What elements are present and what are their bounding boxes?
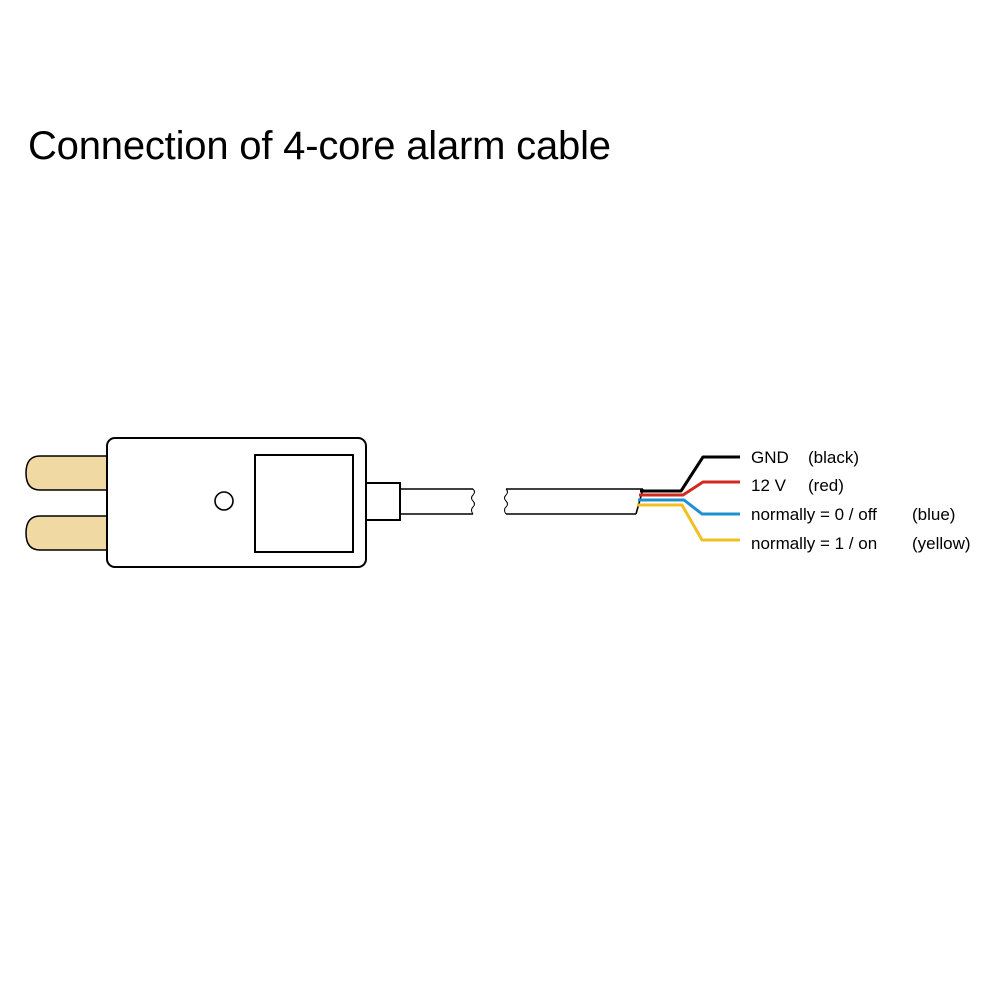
wire-function-label: 12 V bbox=[751, 476, 787, 495]
label-window bbox=[254, 454, 354, 553]
cable-right-segment bbox=[504, 488, 644, 515]
wire-color-label: (blue) bbox=[912, 505, 955, 524]
wire-function-label: GND bbox=[751, 448, 789, 467]
indicator-led bbox=[214, 491, 234, 511]
wire-color-label: (black) bbox=[808, 448, 859, 467]
wire-function-label: normally = 0 / off bbox=[751, 505, 877, 524]
wire-color-label: (red) bbox=[808, 476, 844, 495]
wire-no bbox=[637, 503, 740, 542]
wire-gnd bbox=[640, 455, 740, 493]
lower-prong bbox=[25, 515, 109, 551]
wire-color-label: (yellow) bbox=[912, 534, 971, 553]
cable-left-segment bbox=[400, 488, 475, 515]
wire-nc bbox=[638, 498, 740, 516]
wire-group bbox=[637, 455, 740, 542]
plug-prongs bbox=[25, 455, 109, 551]
wire-function-label: normally = 1 / on bbox=[751, 534, 877, 553]
page-title: Connection of 4-core alarm cable bbox=[28, 124, 611, 168]
upper-prong bbox=[25, 455, 109, 491]
strain-relief bbox=[365, 482, 401, 521]
wire-v12 bbox=[639, 480, 740, 497]
wire-labels: GND (black) 12 V (red) normally = 0 / off (bl… bbox=[751, 448, 971, 553]
